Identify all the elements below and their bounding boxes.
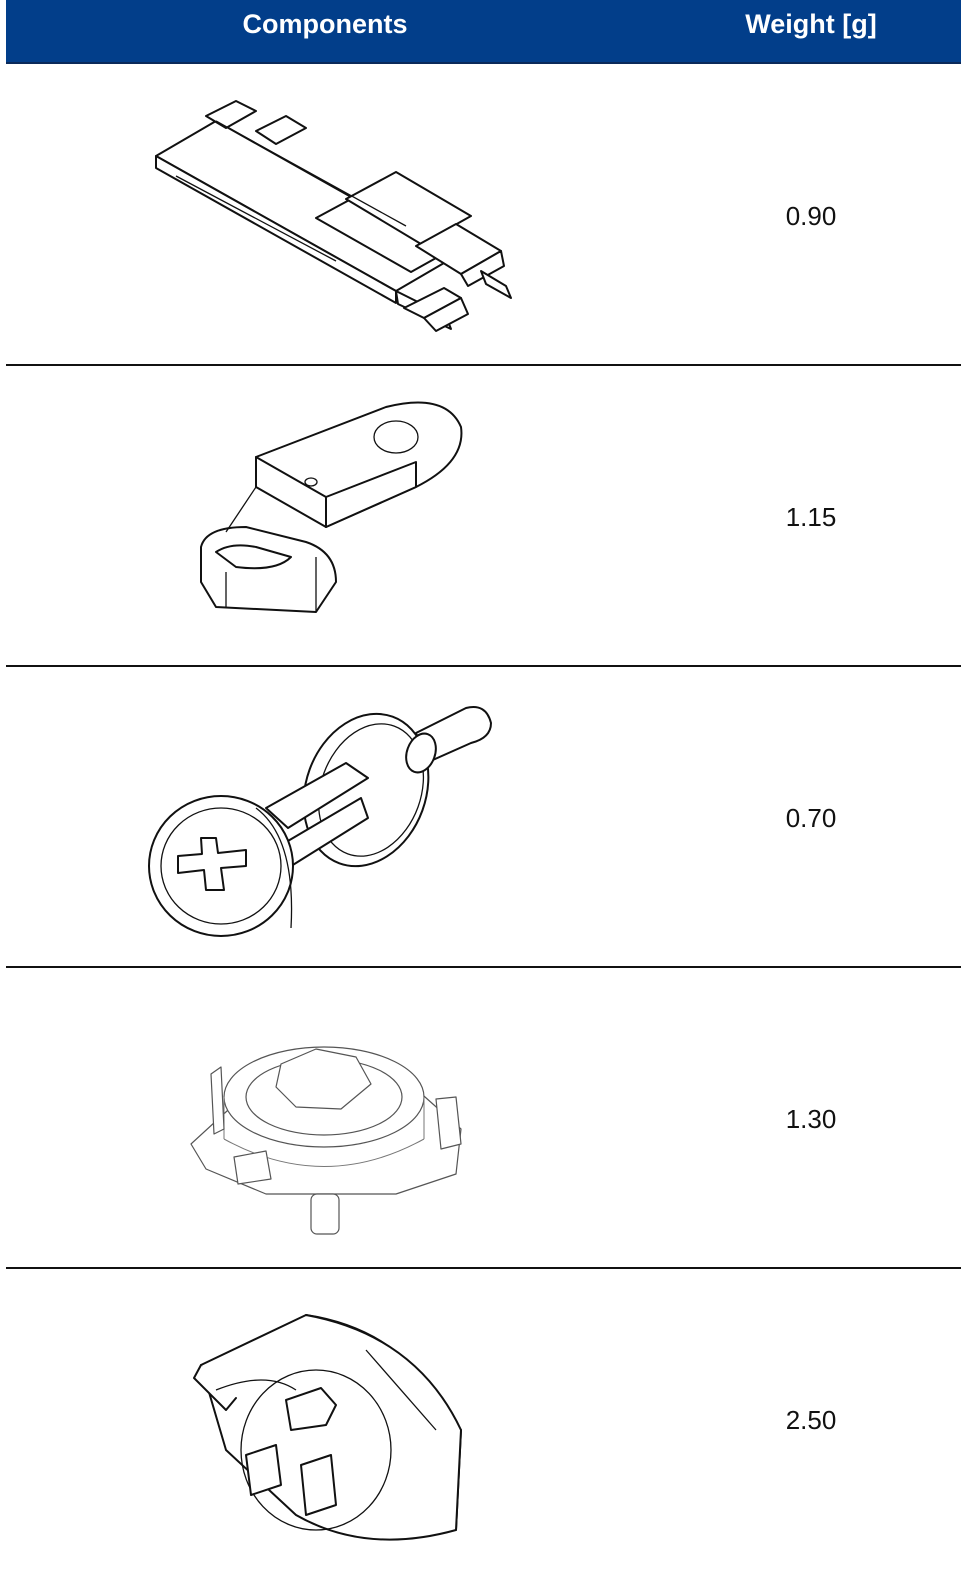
row-divider (6, 1267, 961, 1269)
weight-value: 2.50 (785, 1405, 837, 1435)
row-divider (6, 966, 961, 968)
row-divider (6, 364, 961, 366)
table-row: 0.70 (6, 668, 961, 968)
hinge-bracket-drawing (106, 377, 586, 657)
table-row: 1.15 (6, 367, 961, 667)
bayonet-socket-drawing (106, 979, 586, 1259)
phillips-screw-pin-drawing (106, 678, 586, 958)
header-weight: Weight [g] (745, 9, 877, 39)
table-row: 0.90 (6, 66, 961, 366)
weight-value: 1.30 (785, 1104, 837, 1134)
weight-value: 0.90 (785, 201, 837, 231)
sliding-clip-drawing (106, 76, 586, 356)
table-row: 1.30 (6, 969, 961, 1269)
table-row: 2.50 (6, 1270, 961, 1570)
header-components: Components (242, 9, 408, 39)
weight-value: 1.15 (785, 502, 837, 532)
weight-value: 0.70 (785, 803, 837, 833)
row-divider (6, 665, 961, 667)
cam-lock-housing-drawing (106, 1280, 586, 1560)
table-header: Components Weight [g] (6, 0, 961, 64)
